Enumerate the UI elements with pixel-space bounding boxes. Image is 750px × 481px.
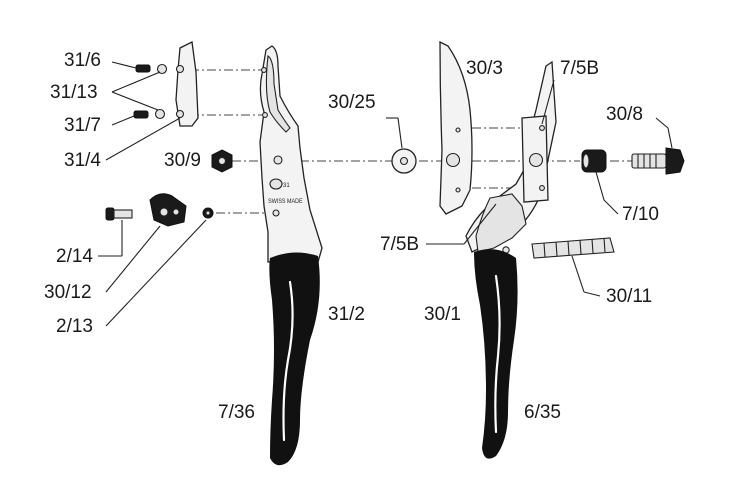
screw-31-7-icon (133, 110, 149, 119)
nut-bottom-icon (175, 109, 185, 119)
spring-clip-30-12-hole-2 (172, 208, 180, 216)
label-31-13: 31/13 (50, 82, 98, 103)
label-7-10: 7/10 (622, 204, 659, 225)
leader-31-13-a (111, 71, 161, 93)
label-7-5b-top: 7/5B (560, 58, 599, 79)
bushing-7-10-bore (582, 153, 590, 169)
blade-screw-hole-top (455, 127, 461, 133)
left-handle-31-2: 31 SWISS MADE (259, 45, 323, 466)
spring-coil-5 (591, 238, 594, 254)
label-2-13: 2/13 (56, 316, 93, 337)
left-handle-screw-hole-upper (262, 112, 268, 118)
cover-plate-31-4 (175, 41, 199, 127)
washer-31-13-bottom-icon (154, 108, 166, 120)
washer-2-13-bore (205, 210, 211, 216)
blade-pivot-hole (445, 152, 461, 168)
screw-2-14-icon (105, 207, 115, 221)
model-stamp: 31 (283, 183, 290, 189)
left-handle-pivot-hole (273, 155, 283, 165)
right-handle-rivet-bottom (539, 185, 545, 191)
leader-30-11-up (571, 255, 585, 293)
leader-30-8-down (667, 127, 673, 149)
washer-30-25-bore (399, 156, 409, 166)
left-handle-jaw-relief (265, 55, 291, 133)
label-31-7: 31/7 (64, 115, 101, 136)
leader-7-5b-top (541, 79, 555, 125)
left-handle-spring-hole (272, 209, 280, 217)
label-7-5b-bottom: 7/5B (380, 234, 419, 255)
spring-coil-4 (579, 239, 582, 255)
washer-31-13-top-icon (156, 63, 168, 75)
blade-body (439, 40, 473, 215)
small-parts (105, 41, 685, 259)
label-31-4: 31/4 (64, 150, 101, 171)
spring-coil-2 (555, 241, 558, 257)
leader-30-11 (583, 291, 601, 297)
label-30-11: 30/11 (606, 286, 652, 307)
leader-7-10 (603, 199, 619, 215)
brand-logo-icon (269, 178, 283, 190)
label-30-3: 30/3 (466, 58, 503, 79)
left-handle-grip (269, 252, 320, 466)
blade-30-3 (439, 40, 473, 215)
bolt-30-8-shank (631, 153, 667, 169)
leader-31-6 (111, 61, 137, 69)
leader-7-10-up (595, 171, 605, 201)
leader-30-12 (105, 225, 161, 293)
spring-clip-30-12-hole (159, 207, 169, 217)
nut-30-9-bore (217, 156, 227, 166)
spring-coil-1 (543, 242, 546, 258)
leader-31-13-b (111, 91, 159, 111)
right-handle-30-1 (465, 60, 557, 459)
spring-30-11-icon (531, 237, 615, 259)
label-2-14: 2/14 (56, 246, 93, 267)
anvil-7-5b (475, 193, 527, 253)
right-handle-pivot-hole (528, 152, 544, 168)
left-handle-grip-highlight (282, 280, 294, 442)
blade-screw-hole-bottom (455, 187, 461, 193)
leader-7-5b-bottom-up (463, 203, 497, 245)
assembly-axes (190, 69, 632, 214)
label-7-36: 7/36 (218, 402, 255, 423)
left-handle-screw-hole-top (261, 67, 267, 73)
leader-lines (98, 61, 673, 327)
leader-2-13 (105, 219, 207, 327)
right-handle-grip (474, 249, 518, 459)
spring-coil-3 (567, 240, 570, 256)
label-30-9: 30/9 (164, 150, 201, 171)
leader-30-25-down (397, 117, 403, 149)
spring-coil-6 (603, 237, 606, 253)
right-handle-grip-highlight (494, 274, 501, 434)
label-31-2: 31/2 (328, 304, 365, 325)
right-handle-rivet-top (539, 125, 545, 131)
bolt-30-8-head-icon (665, 147, 685, 175)
leader-31-7 (111, 115, 135, 126)
screw-2-14-thread (113, 209, 133, 219)
label-30-8: 30/8 (606, 104, 643, 125)
label-6-35: 6/35 (524, 402, 561, 423)
label-31-6: 31/6 (64, 50, 101, 71)
label-30-1: 30/1 (424, 304, 461, 325)
label-30-25: 30/25 (328, 92, 376, 113)
nut-top-icon (175, 64, 185, 74)
swiss-made-stamp: SWISS MADE (268, 199, 303, 205)
label-30-12: 30/12 (44, 282, 92, 303)
leader-30-8 (655, 117, 669, 129)
leader-31-4 (105, 117, 181, 161)
part-labels: 31/6 31/13 31/7 31/4 30/9 2/14 30/12 2/1… (44, 50, 659, 423)
screw-31-6-icon (135, 64, 151, 73)
